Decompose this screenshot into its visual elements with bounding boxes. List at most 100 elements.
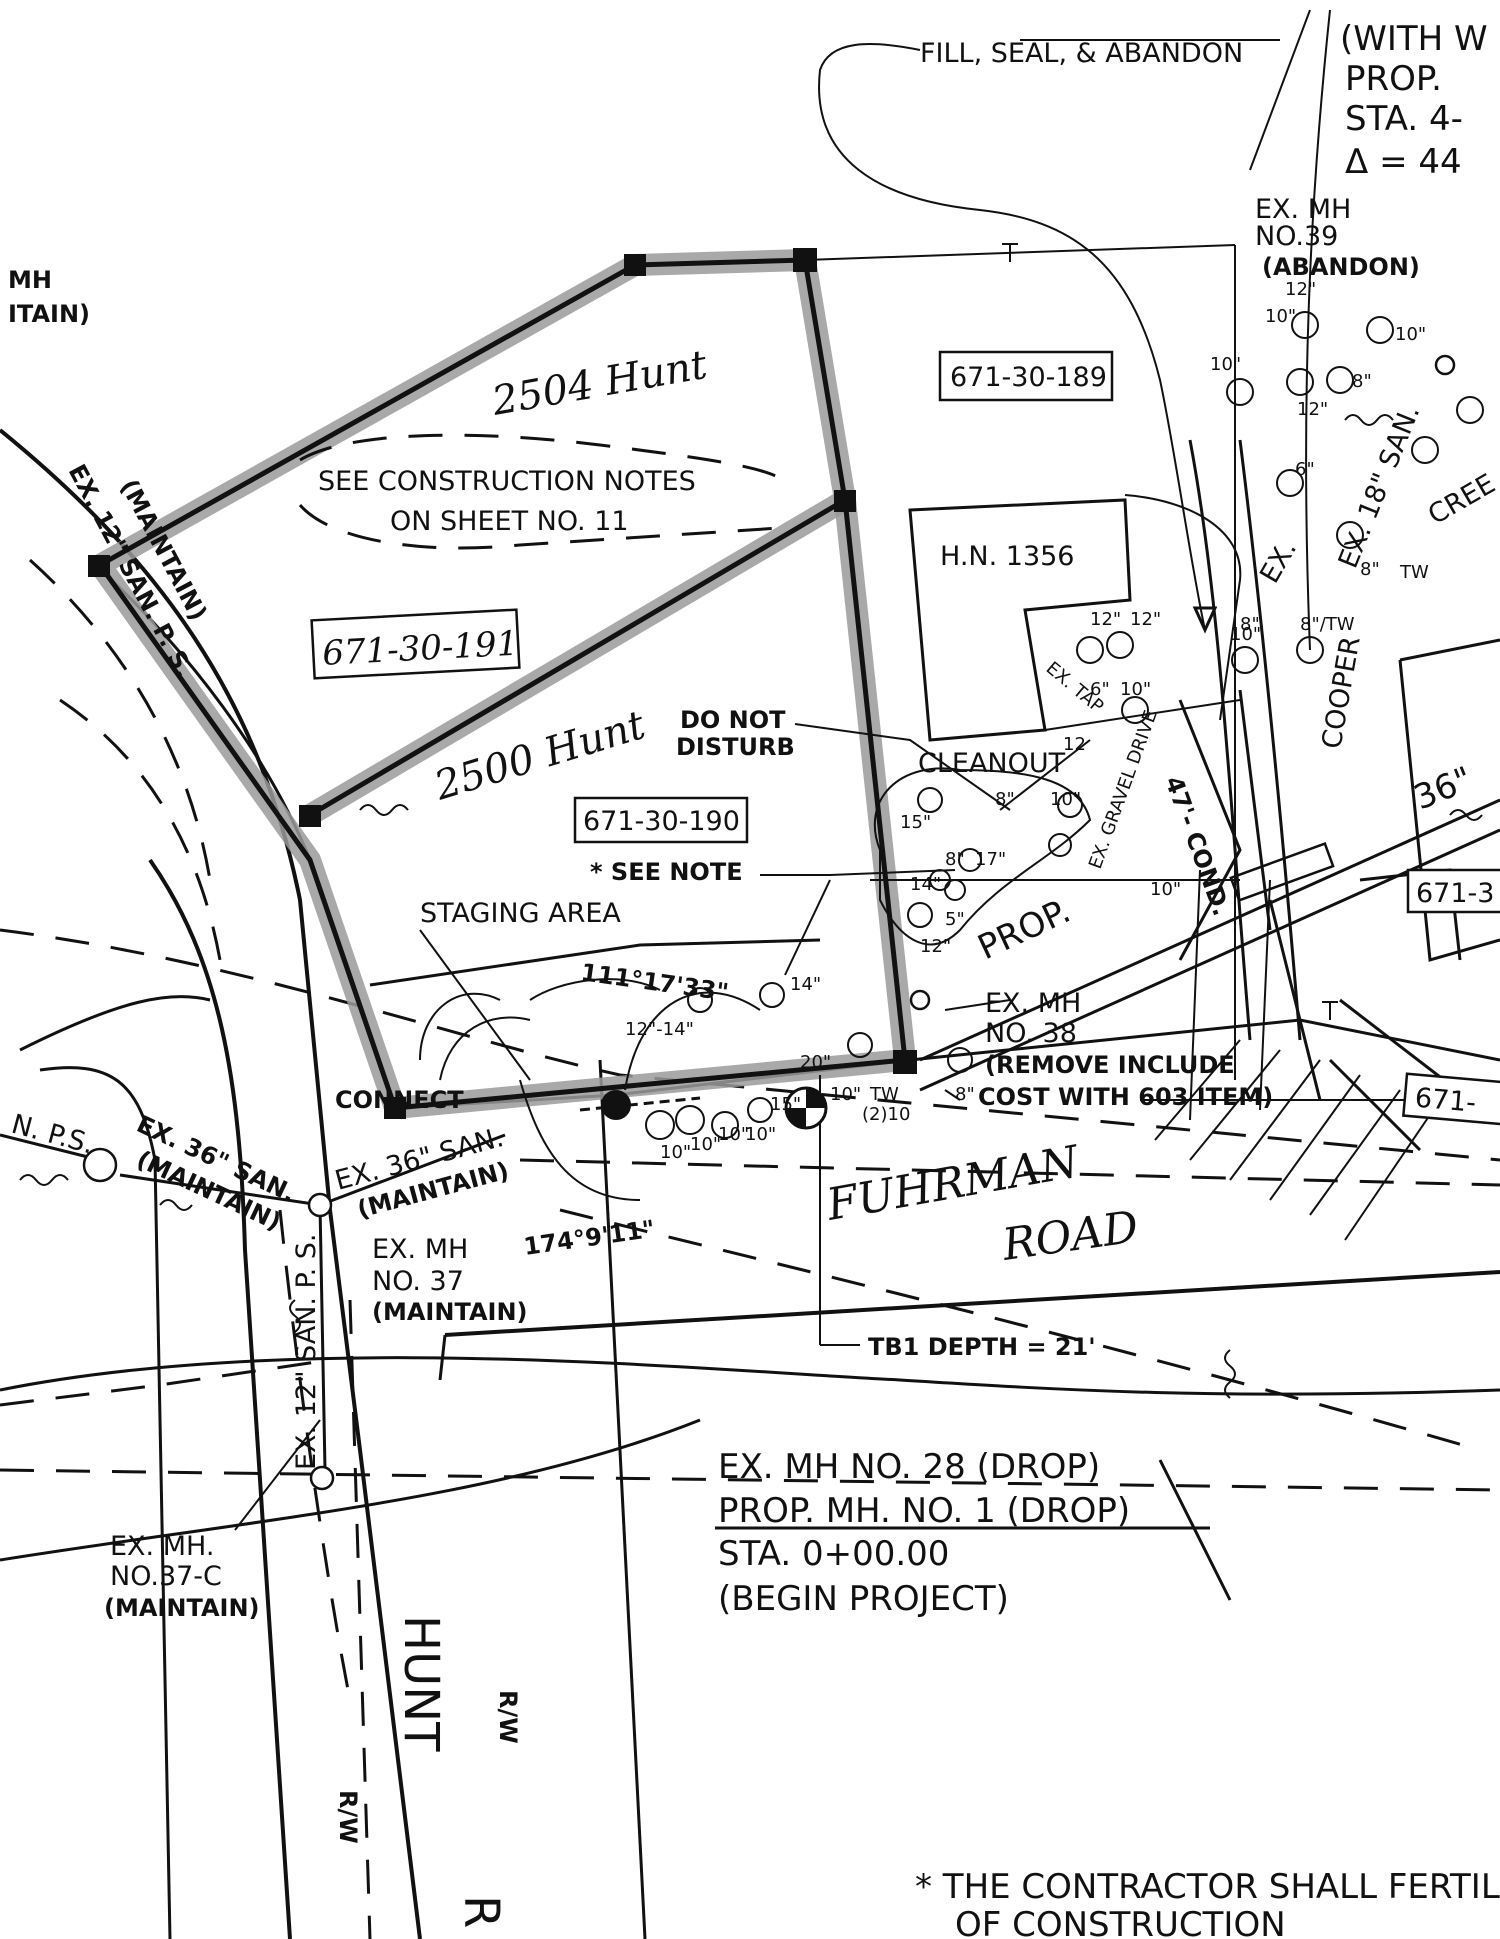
label-footnote-b: OF CONSTRUCTION bbox=[955, 1905, 1286, 1939]
label-creek: CREE bbox=[1423, 468, 1500, 531]
label-fill-seal-abandon: FILL, SEAL, & ABANDON bbox=[920, 38, 1243, 69]
label-footnote-a: * THE CONTRACTOR SHALL FERTIL bbox=[915, 1867, 1500, 1907]
property-lines bbox=[804, 9, 1500, 1101]
label-left-maintain: ITAIN) bbox=[8, 300, 90, 328]
tree-label: 8" bbox=[995, 789, 1015, 810]
tree-label: 8" bbox=[1240, 614, 1260, 635]
manhole-left-icon bbox=[82, 1147, 118, 1183]
hunt-road-lines bbox=[0, 428, 647, 1939]
label-ex-18-san: EX. 18" SAN. bbox=[1333, 401, 1427, 573]
tree-label: 12"-14" bbox=[625, 1019, 694, 1040]
label-sta-corner: STA. 4- bbox=[1345, 99, 1463, 139]
tree-label: 10" bbox=[1050, 789, 1081, 810]
label-staging: STAGING AREA bbox=[420, 898, 621, 929]
manhole-prop-1-icon bbox=[601, 1090, 631, 1120]
label-see-notes-a: SEE CONSTRUCTION NOTES bbox=[318, 466, 696, 497]
tree-label: 12" bbox=[1130, 609, 1161, 630]
tree-label: 10" bbox=[830, 1084, 861, 1105]
tree-label: 6" bbox=[1295, 459, 1315, 480]
label-begin-b: PROP. MH. NO. 1 (DROP) bbox=[718, 1491, 1130, 1531]
label-parcel-right-1: 671-3 bbox=[1416, 878, 1494, 909]
label-ex-mh-37c-a: EX. MH. bbox=[110, 1531, 214, 1562]
manhole-37-icon bbox=[307, 1192, 333, 1218]
label-begin-d: (BEGIN PROJECT) bbox=[718, 1579, 1009, 1619]
gravel-drive-hatch bbox=[1154, 998, 1471, 1241]
tree-label: 10" bbox=[1395, 324, 1426, 345]
tree-label: 12" bbox=[920, 936, 951, 957]
label-begin-c: STA. 0+00.00 bbox=[718, 1534, 949, 1574]
tree-label: (2)10 bbox=[862, 1104, 910, 1125]
label-angle-1: 111°17'33" bbox=[579, 958, 730, 1006]
tree-label: 8" bbox=[1360, 559, 1380, 580]
label-hand-2504: 2504 Hunt bbox=[488, 342, 712, 425]
label-ex-mh-37-c: (MAINTAIN) bbox=[372, 1298, 528, 1326]
tree-label: TW bbox=[869, 1084, 899, 1105]
tree-label: 5" bbox=[945, 909, 965, 930]
label-parcel-189: 671-30-189 bbox=[950, 362, 1107, 393]
label-tb1: TB1 DEPTH = 21' bbox=[868, 1333, 1096, 1361]
tree-label: 12 bbox=[1063, 734, 1086, 755]
label-hn-1356: H.N. 1356 bbox=[940, 541, 1075, 572]
tree-label: 8" bbox=[955, 1084, 975, 1105]
tree-label: 20" bbox=[800, 1052, 831, 1073]
building-hn-1356 bbox=[908, 494, 1500, 1121]
tree-label: 8" bbox=[1352, 371, 1372, 392]
parcel-boundaries bbox=[88, 248, 917, 1119]
label-rw-2: R/W bbox=[334, 1790, 362, 1844]
label-ex-mh-39-a: EX. MH bbox=[1255, 194, 1351, 225]
tree-label: TW bbox=[1399, 562, 1429, 583]
label-angle-2: 174°9'11" bbox=[522, 1215, 657, 1261]
label-do-not-b: DISTURB bbox=[676, 733, 795, 761]
tree-label: 12" bbox=[1297, 399, 1328, 420]
label-hunt-r: R bbox=[453, 1895, 509, 1928]
tree-size-labels: 10" 12" 10" 10" 8" 12" 6" 8" 8"/TW 8" TW… bbox=[625, 279, 1429, 1163]
label-do-not-a: DO NOT bbox=[680, 706, 786, 734]
label-ex-mh-39-b: NO.39 bbox=[1255, 221, 1338, 252]
label-ex-mh-38-a: EX. MH bbox=[985, 988, 1081, 1019]
manhole-38-icon bbox=[909, 989, 931, 1011]
label-hunt: HUNT bbox=[393, 1615, 449, 1752]
tree-label: 12" bbox=[1090, 609, 1121, 630]
symbols bbox=[19, 243, 1483, 1399]
label-see-note: * SEE NOTE bbox=[590, 858, 743, 886]
manhole-37c-icon bbox=[309, 1465, 335, 1491]
label-left-mh: MH bbox=[8, 266, 52, 294]
label-ex-mh-39-c: (ABANDON) bbox=[1262, 253, 1420, 281]
label-see-notes-b: ON SHEET NO. 11 bbox=[390, 506, 629, 537]
label-n-ps: N. P.S. bbox=[8, 1109, 97, 1161]
label-prop-main: PROP. bbox=[972, 891, 1077, 968]
tree-label: 15" bbox=[900, 812, 931, 833]
leader-lines bbox=[234, 39, 1280, 1531]
tree-label: 15" bbox=[770, 1094, 801, 1115]
tree-label: 14" bbox=[910, 874, 941, 895]
tree-label: 10" bbox=[1120, 679, 1151, 700]
tree-label: 8"/TW bbox=[1300, 614, 1355, 635]
label-ex-mh-38-b: NO. 38 bbox=[985, 1018, 1077, 1049]
tree-label: 10" bbox=[1210, 354, 1241, 375]
manholes bbox=[82, 354, 1456, 1491]
tree-label: 10" bbox=[1150, 879, 1181, 900]
label-ex-left: EX. bbox=[1254, 535, 1303, 589]
label-connect: CONNECT bbox=[335, 1086, 464, 1114]
label-road: ROAD bbox=[998, 1201, 1141, 1271]
tree-label: 10" bbox=[660, 1142, 691, 1163]
label-delta-corner: Δ = 44 bbox=[1345, 142, 1462, 182]
label-size-36: 36" bbox=[1408, 759, 1478, 818]
tree-label: 12" bbox=[1285, 279, 1316, 300]
label-ex-mh-37-a: EX. MH bbox=[372, 1234, 468, 1265]
manhole-39-icon bbox=[1434, 354, 1456, 376]
label-parcel-190: 671-30-190 bbox=[583, 806, 740, 837]
label-ex-mh-37-b: NO. 37 bbox=[372, 1266, 464, 1297]
tree-label: 6" bbox=[1090, 679, 1110, 700]
tree-label: 8" bbox=[945, 849, 965, 870]
tree-label: 14" bbox=[790, 974, 821, 995]
tree-label: 17" bbox=[975, 849, 1006, 870]
trees bbox=[645, 311, 1484, 1140]
staging-area bbox=[369, 938, 821, 1201]
label-cleanout: CLEANOUT bbox=[918, 748, 1066, 779]
tree-label: 10" bbox=[745, 1124, 776, 1145]
label-with-w: (WITH W bbox=[1340, 19, 1488, 59]
label-ex-mh-38-c: (REMOVE INCLUDE bbox=[985, 1051, 1235, 1079]
label-ex-mh-38-d: COST WITH 603 ITEM) bbox=[978, 1083, 1273, 1111]
